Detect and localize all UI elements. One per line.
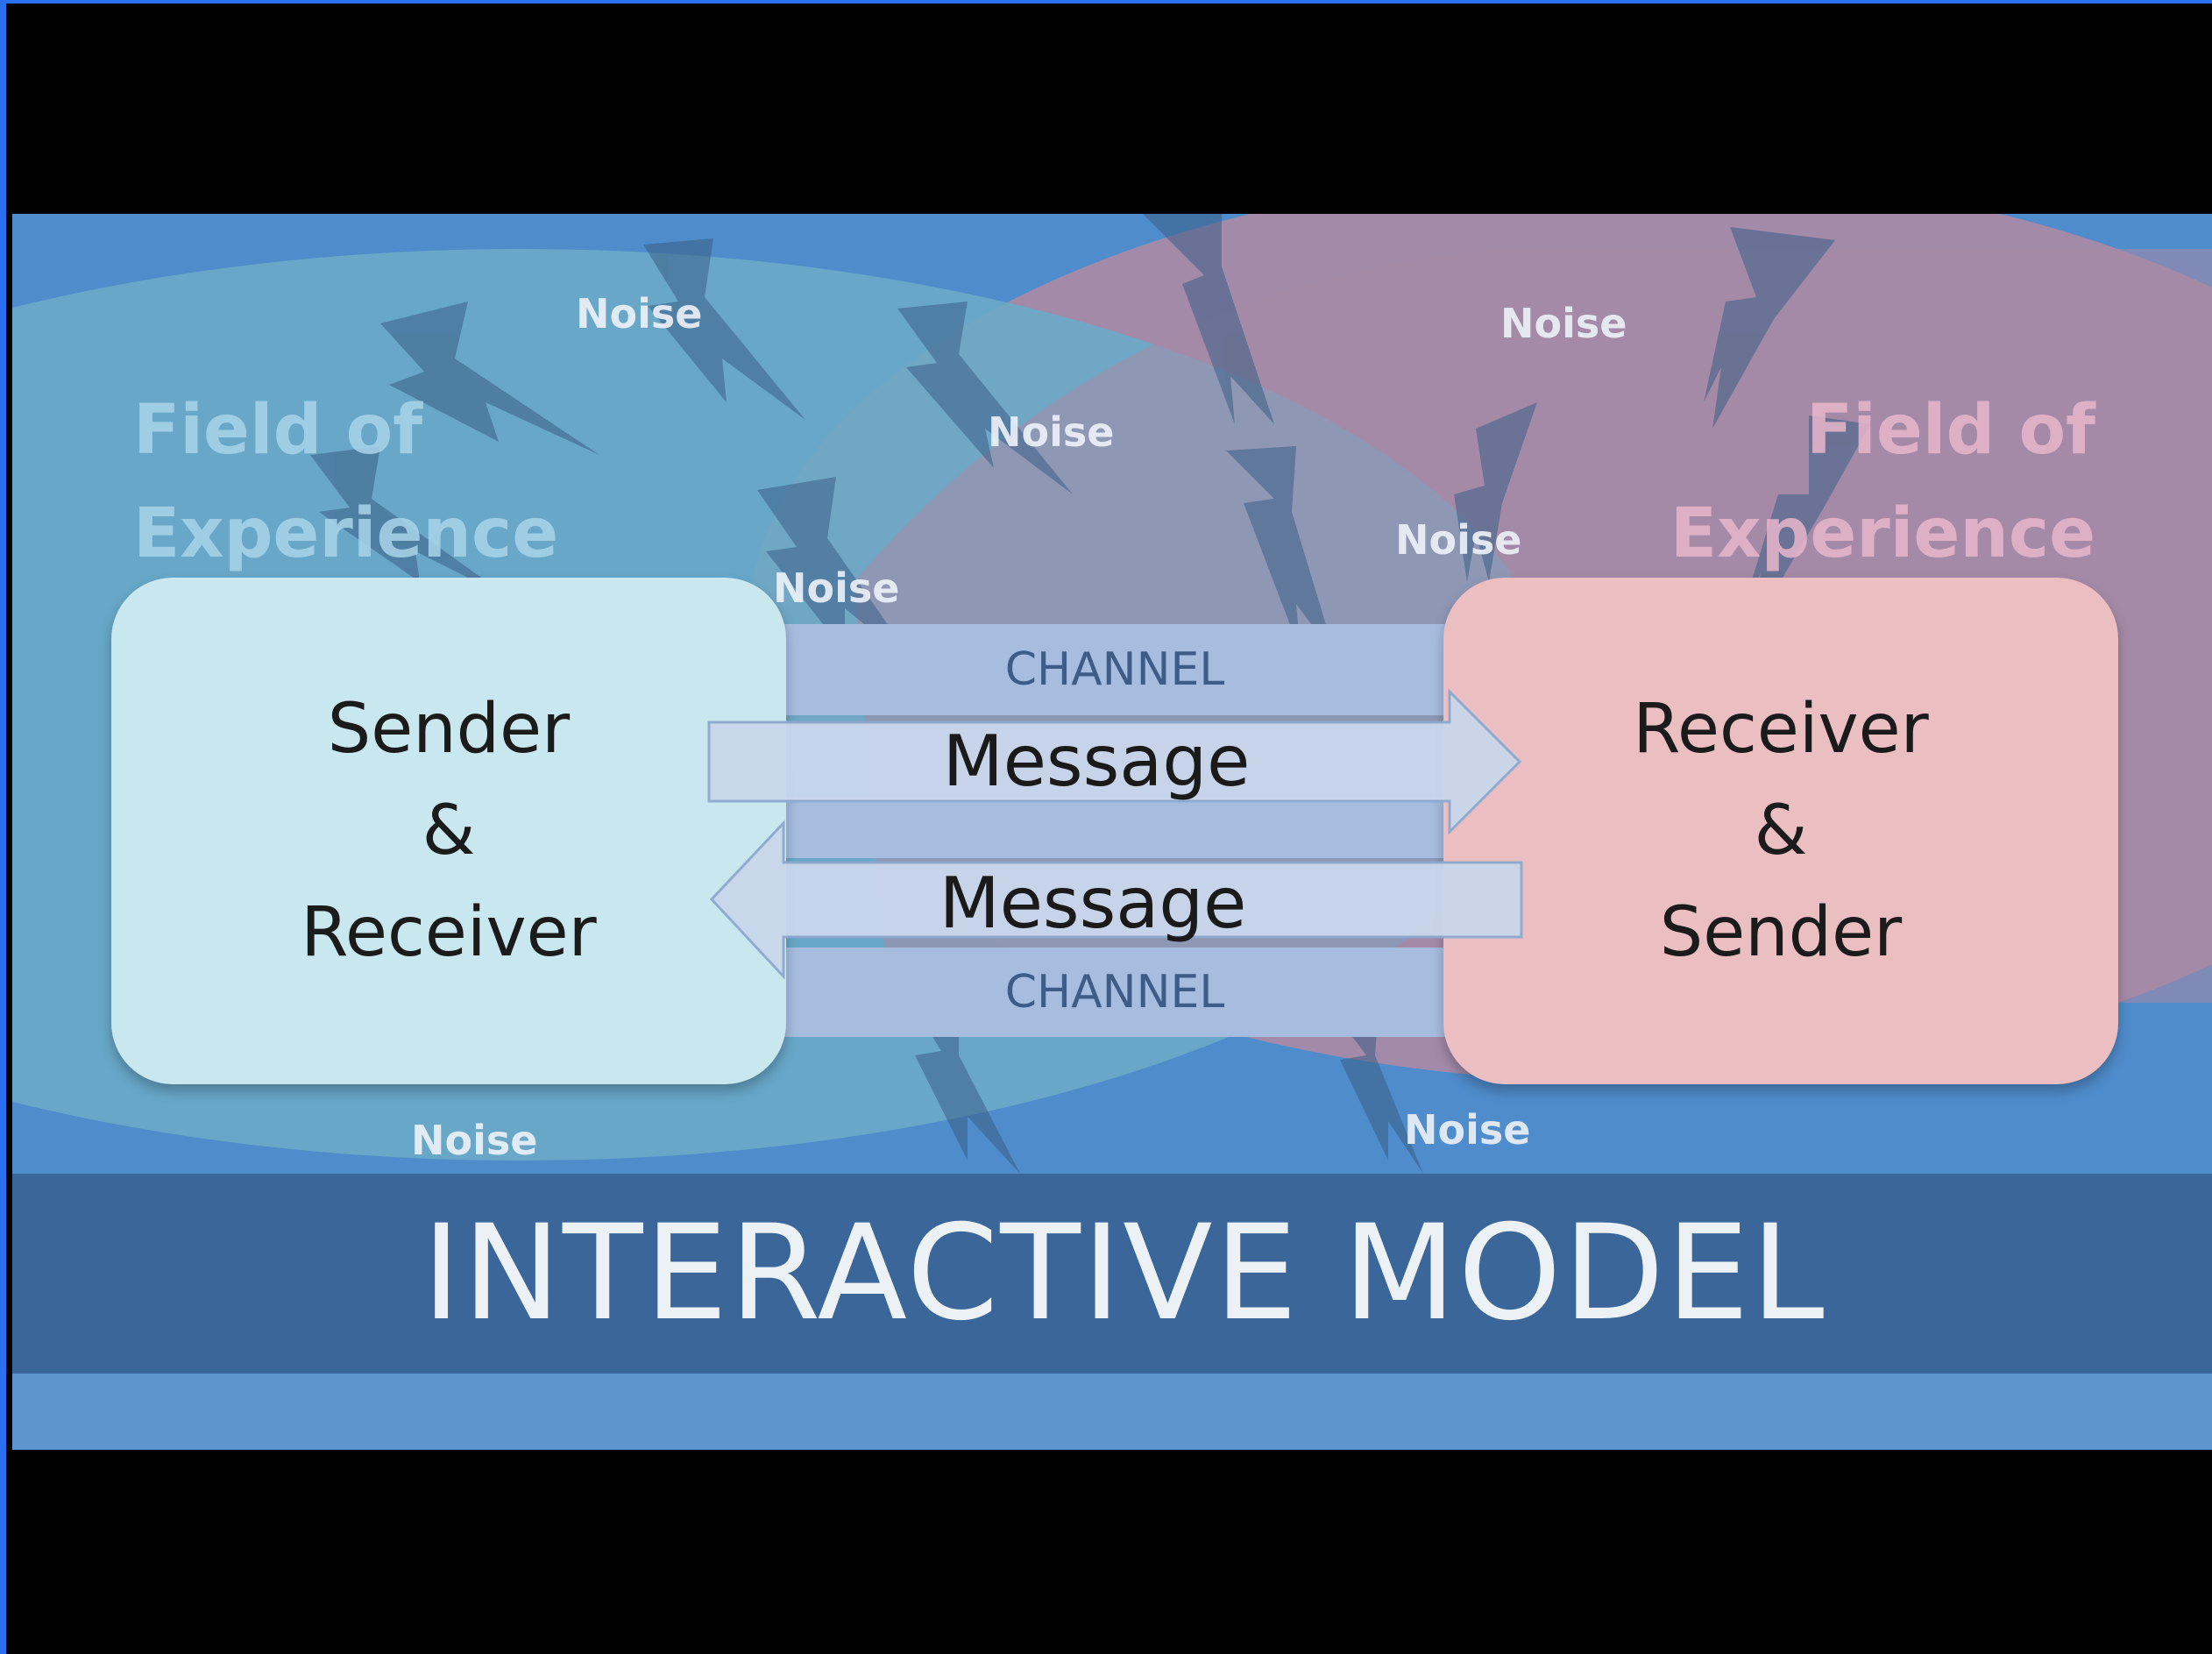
left-field-line2: Experience: [133, 494, 559, 573]
right-field-line1: Field of: [1805, 391, 2095, 470]
channel-bottom-label: CHANNEL: [1004, 966, 1225, 1019]
noise-label: Noise: [411, 1117, 538, 1164]
diagram-title: INTERACTIVE MODEL: [422, 1197, 1826, 1350]
channel-bottom: CHANNEL: [783, 948, 1446, 1037]
noise-label: Noise: [988, 408, 1115, 456]
right-box-line3: Sender: [1659, 893, 1903, 972]
channel-top: CHANNEL: [783, 624, 1446, 715]
slide: Field of Experience Field of Experience …: [12, 214, 2212, 1450]
channel-middle: [783, 797, 1446, 858]
left-field-line1: Field of: [133, 391, 423, 470]
noise-label: Noise: [1395, 516, 1522, 564]
message-arrow-left: [709, 820, 1523, 980]
lightning-bolt-icons: [310, 214, 1870, 1174]
title-band: INTERACTIVE MODEL: [12, 1174, 2212, 1374]
right-box-line2: &: [1754, 792, 1808, 870]
noise-label: Noise: [773, 564, 900, 612]
left-box-line1: Sender: [327, 690, 571, 769]
noise-label: Noise: [576, 290, 703, 337]
right-field-of-experience-label: Field of Experience: [1670, 379, 2095, 586]
left-field-of-experience-label: Field of Experience: [133, 379, 558, 586]
left-box-line3: Receiver: [301, 893, 597, 972]
right-box-line1: Receiver: [1633, 690, 1929, 769]
channel-top-label: CHANNEL: [1004, 643, 1225, 696]
message-arrow-right: [707, 688, 1522, 835]
sender-receiver-box: Sender & Receiver: [111, 578, 786, 1084]
message-top-label: Message: [942, 721, 1251, 802]
message-arrows: [707, 688, 1523, 980]
left-box-line2: &: [422, 792, 476, 870]
right-field-line2: Experience: [1670, 494, 2095, 573]
message-bottom-label: Message: [939, 862, 1247, 944]
noise-label: Noise: [1404, 1106, 1531, 1154]
receiver-sender-box: Receiver & Sender: [1443, 578, 2118, 1084]
noise-label: Noise: [1500, 300, 1627, 347]
